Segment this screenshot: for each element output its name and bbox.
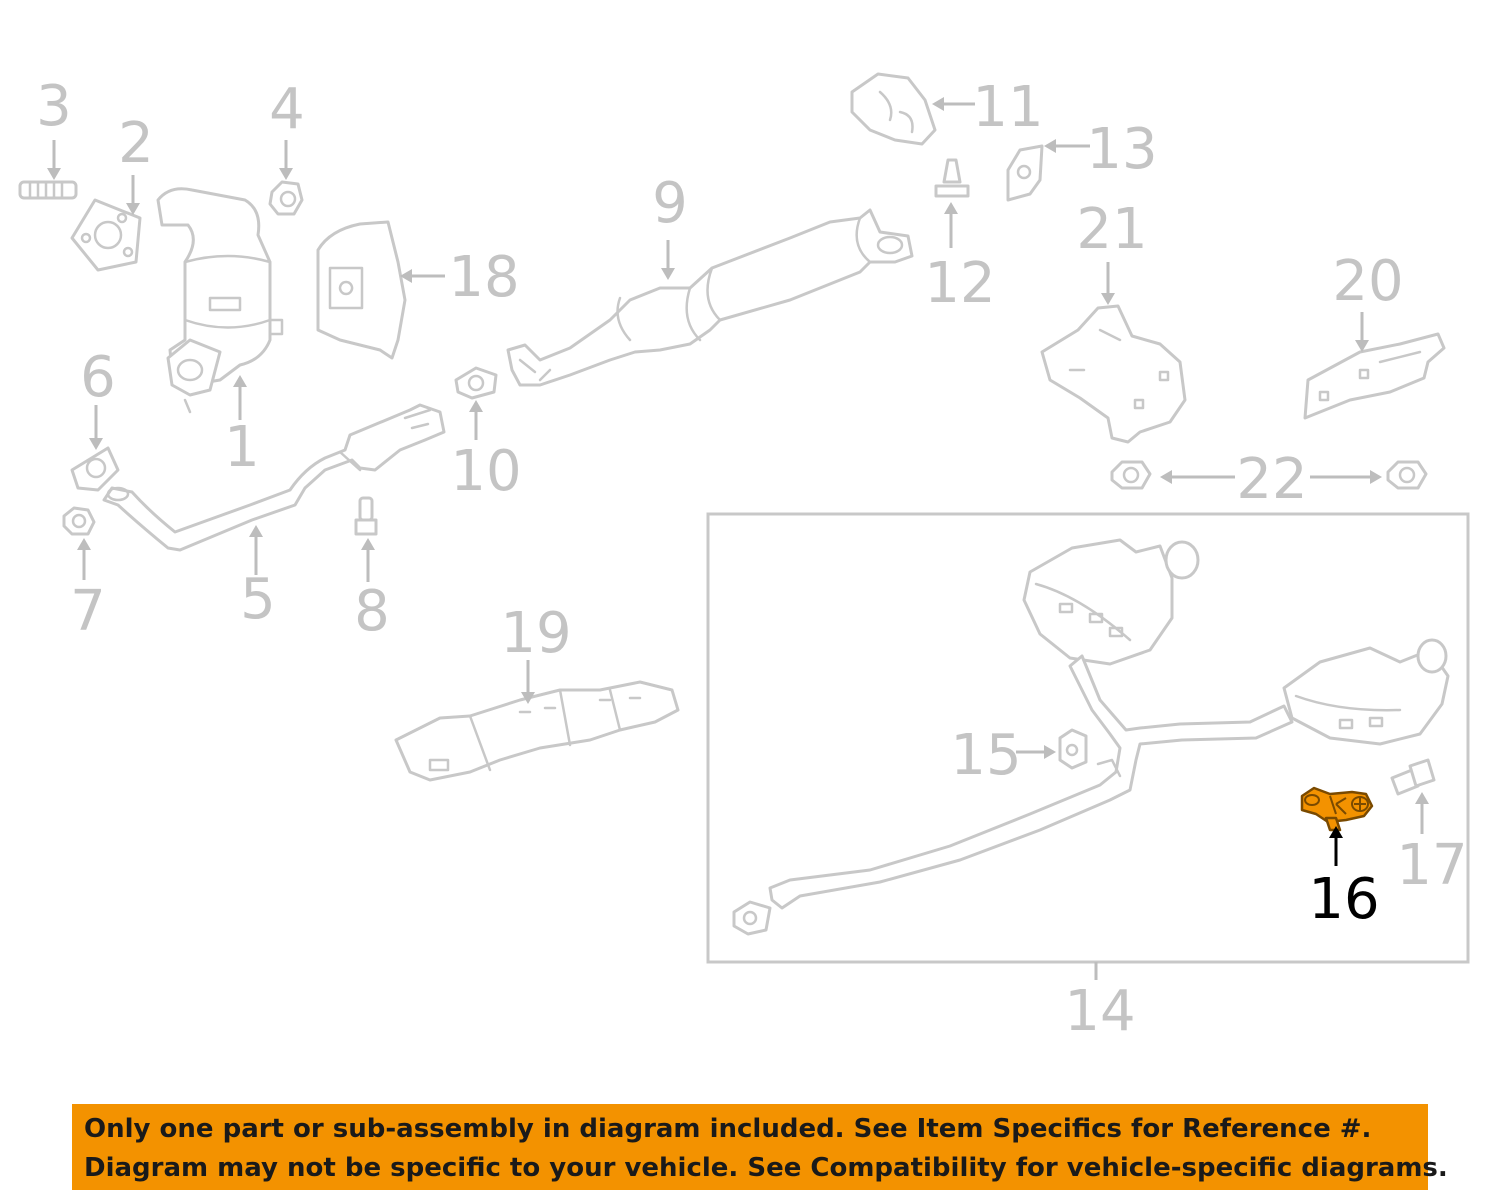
disclaimer-line-1: Only one part or sub-assembly in diagram…	[84, 1114, 1372, 1144]
part-7-nut[interactable]	[62, 506, 96, 536]
callout-15: 15	[950, 723, 1021, 788]
callout-8: 8	[354, 579, 390, 644]
part-16-hanger-bracket-highlighted[interactable]	[1300, 786, 1374, 832]
part-14-assembly-box	[706, 512, 1470, 964]
part-14-muffler-assembly[interactable]	[732, 538, 1450, 936]
part-11-bracket[interactable]	[850, 72, 937, 146]
callout-10: 10	[450, 439, 521, 504]
part-17-bolt[interactable]	[1390, 758, 1436, 796]
exhaust-parts-diagram: 3 2 4 1 18 6	[18, 72, 1470, 1044]
part-20-heat-shield[interactable]	[1303, 332, 1446, 420]
part-9-resonator[interactable]	[506, 208, 914, 387]
callout-12: 12	[924, 251, 995, 316]
callout-17: 17	[1396, 833, 1467, 898]
part-6-gasket[interactable]	[70, 446, 120, 492]
callout-21: 21	[1076, 197, 1147, 262]
callout-11: 11	[972, 75, 1043, 140]
part-3-stud[interactable]	[18, 180, 78, 200]
callout-14: 14	[1064, 979, 1135, 1044]
callout-1: 1	[224, 415, 260, 480]
callout-19: 19	[500, 601, 571, 666]
callout-22: 22	[1236, 447, 1307, 512]
part-19-heat-shield[interactable]	[394, 680, 680, 782]
callout-5: 5	[240, 567, 276, 632]
part-13-mount[interactable]	[1006, 144, 1044, 202]
callout-4: 4	[269, 77, 305, 142]
callout-2: 2	[118, 111, 154, 176]
part-10-gasket[interactable]	[454, 366, 498, 400]
disclaimer-banner: Only one part or sub-assembly in diagram…	[72, 1104, 1448, 1190]
part-2-gasket[interactable]	[70, 198, 142, 272]
callout-16: 16	[1308, 867, 1379, 932]
part-8-bolt[interactable]	[354, 496, 378, 536]
callout-20: 20	[1332, 249, 1403, 314]
callout-3: 3	[36, 74, 72, 139]
callout-18: 18	[448, 245, 519, 310]
part-5-front-pipe[interactable]	[102, 403, 446, 552]
part-12-bolt[interactable]	[934, 158, 970, 198]
part-1-catalytic-converter[interactable]	[156, 187, 284, 414]
part-4-nut[interactable]	[268, 180, 304, 216]
part-15-hanger[interactable]	[1058, 728, 1088, 770]
callout-6: 6	[80, 345, 116, 410]
part-21-heat-shield[interactable]	[1040, 304, 1187, 444]
callout-7: 7	[70, 579, 106, 644]
part-22-nut-left[interactable]	[1110, 460, 1152, 490]
disclaimer-line-2: Diagram may not be specific to your vehi…	[84, 1153, 1448, 1183]
callout-13: 13	[1086, 117, 1157, 182]
callout-9: 9	[652, 171, 688, 236]
part-18-heat-shield[interactable]	[316, 220, 407, 360]
part-22-nut-right[interactable]	[1386, 460, 1428, 490]
